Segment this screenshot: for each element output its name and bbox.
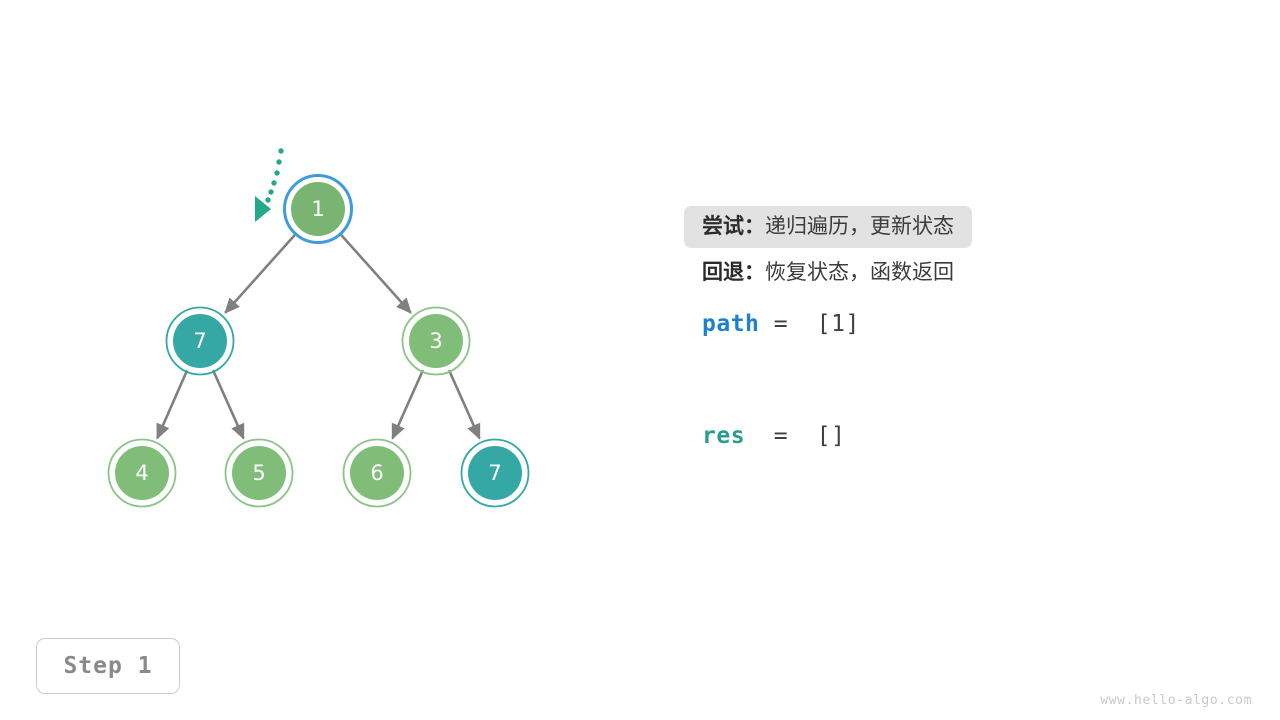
step-badge: Step 1 — [36, 638, 180, 694]
tree-node-4: 4 — [107, 438, 177, 508]
path-variable-name: path — [702, 310, 760, 337]
node-value-label: 1 — [311, 197, 324, 221]
try-text: 递归遍历，更新状态 — [765, 214, 954, 238]
try-label: 尝试： — [702, 214, 765, 238]
try-line: 尝试：递归遍历，更新状态 — [684, 206, 972, 249]
tree-edge — [447, 369, 481, 440]
tree-edge — [156, 369, 189, 440]
tree-edge — [224, 231, 298, 314]
node-circle — [173, 314, 227, 368]
binary-tree-diagram: 1 7 3 4 5 6 7 — [107, 148, 530, 508]
node-circle — [409, 314, 463, 368]
node-circle — [350, 446, 404, 500]
tree-node-1: 1 — [283, 174, 353, 244]
tree-edges — [156, 231, 481, 440]
backtrack-label: 回退： — [702, 260, 765, 285]
tree-node-5: 5 — [224, 438, 294, 508]
watermark: www.hello-algo.com — [1100, 693, 1252, 708]
pointer-trail-dot — [274, 170, 280, 176]
pointer-trail-dot — [265, 197, 271, 203]
node-circle — [291, 182, 345, 236]
path-variable-value: = [1] — [759, 310, 860, 337]
pointer-trail-dot — [276, 159, 282, 165]
tree-edge — [391, 369, 425, 440]
pointer-trail-dot — [271, 180, 277, 186]
node-value-label: 7 — [488, 461, 501, 485]
tree-node-7: 7 — [165, 306, 235, 376]
tree-edge — [211, 369, 245, 440]
res-variable-line: res = [] — [684, 423, 1244, 449]
res-variable-value: = [] — [745, 422, 846, 449]
node-value-label: 3 — [429, 329, 442, 353]
path-variable-line: path = [1] — [684, 311, 1244, 337]
pointer-trail-dot — [278, 148, 284, 154]
node-value-label: 7 — [193, 329, 206, 353]
node-ring — [342, 438, 412, 508]
step-badge-label: Step 1 — [63, 653, 153, 679]
node-ring — [401, 306, 471, 376]
tree-node-6: 6 — [342, 438, 412, 508]
pointer-trail-dot — [268, 189, 274, 195]
node-ring — [283, 174, 353, 244]
recursion-pointer-icon — [255, 148, 284, 222]
node-circle — [232, 446, 286, 500]
tree-node-7: 7 — [460, 438, 530, 508]
backtrack-line: 回退：恢复状态，函数返回 — [684, 252, 972, 294]
node-ring — [224, 438, 294, 508]
node-ring — [460, 438, 530, 508]
node-circle — [468, 446, 522, 500]
explanation-panel: 尝试：递归遍历，更新状态 回退：恢复状态，函数返回 path = [1] res… — [684, 206, 1244, 449]
tree-edge — [338, 231, 412, 314]
res-variable-name: res — [702, 422, 746, 449]
node-value-label: 6 — [370, 461, 383, 485]
node-ring — [107, 438, 177, 508]
tree-node-3: 3 — [401, 306, 471, 376]
node-circle — [115, 446, 169, 500]
backtrack-text: 恢复状态，函数返回 — [765, 260, 954, 285]
node-ring — [165, 306, 235, 376]
node-value-label: 5 — [252, 461, 265, 485]
pointer-arrow-icon — [255, 196, 271, 222]
node-value-label: 4 — [135, 461, 148, 485]
tree-nodes: 1 7 3 4 5 6 7 — [107, 174, 530, 508]
